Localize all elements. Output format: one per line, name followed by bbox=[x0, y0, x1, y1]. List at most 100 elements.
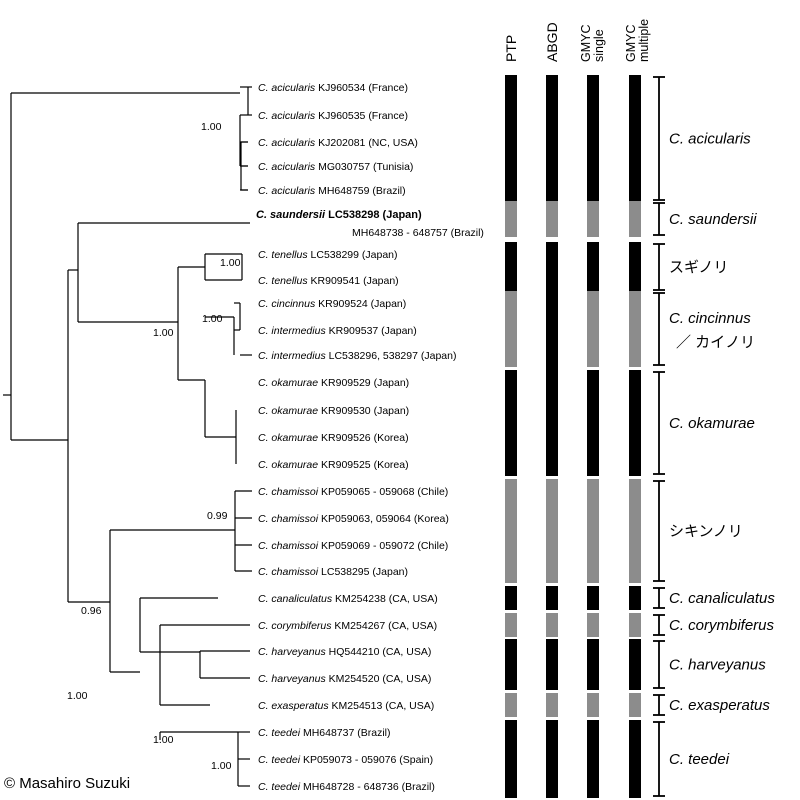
tip-label: C. saundersii LC538298 (Japan) bbox=[256, 209, 422, 221]
species-name: C. chamissoi bbox=[258, 566, 319, 578]
accession-info: KM254267 (CA, USA) bbox=[332, 620, 438, 632]
ptp-bar bbox=[505, 479, 517, 583]
tip-label: C. intermedius KR909537 (Japan) bbox=[258, 325, 417, 337]
gmyc_multiple-bar bbox=[629, 75, 641, 202]
gmyc_multiple-bar bbox=[629, 291, 641, 367]
abgd-bar bbox=[546, 75, 558, 202]
species-name: C. acicularis bbox=[258, 82, 316, 94]
gmyc_multiple-bar bbox=[629, 370, 641, 476]
accession-info: KR909526 (Korea) bbox=[318, 432, 408, 444]
tip-label: C. canaliculatus KM254238 (CA, USA) bbox=[258, 593, 438, 605]
accession-info: KM254238 (CA, USA) bbox=[332, 593, 438, 605]
column-header-label: ABGD bbox=[544, 22, 560, 62]
accession-info: KR909537 (Japan) bbox=[326, 325, 417, 337]
tip-label: C. teedei MH648728 - 648736 (Brazil) bbox=[258, 781, 435, 793]
ptp-bar bbox=[505, 586, 517, 610]
accession-info: KJ960534 (France) bbox=[315, 82, 408, 94]
accession-info: KP059073 - 059076 (Spain) bbox=[300, 754, 433, 766]
gmyc_single-bar bbox=[587, 242, 599, 292]
column-header-line1: GMYC bbox=[579, 25, 593, 63]
gmyc_multiple-bar bbox=[629, 586, 641, 610]
tip-label: C. cincinnus KR909524 (Japan) bbox=[258, 298, 406, 310]
species-name: C. chamissoi bbox=[258, 540, 319, 552]
support-value: 0.96 bbox=[81, 605, 102, 617]
support-value: 1.00 bbox=[201, 121, 222, 133]
species-name: C. canaliculatus bbox=[258, 593, 333, 605]
clade-label: C. exasperatus bbox=[669, 697, 770, 714]
species-name: C. tenellus bbox=[258, 249, 308, 261]
support-value: 1.00 bbox=[153, 734, 174, 746]
ptp-bar bbox=[505, 370, 517, 476]
accession-info: KM254513 (CA, USA) bbox=[329, 700, 435, 712]
clade-label: C. saundersii bbox=[669, 211, 757, 228]
accession-info: KR909530 (Japan) bbox=[318, 405, 409, 417]
abgd-bar bbox=[546, 720, 558, 798]
ptp-bar bbox=[505, 242, 517, 292]
column-header-line1: GMYC bbox=[624, 25, 638, 63]
tip-label: C. okamurae KR909529 (Japan) bbox=[258, 377, 409, 389]
species-name: C. saundersii bbox=[256, 209, 326, 221]
abgd-bar bbox=[546, 201, 558, 237]
species-name: C. teedei bbox=[258, 727, 301, 739]
species-name: C. exasperatus bbox=[258, 700, 329, 712]
column-header-line2: multiple bbox=[637, 19, 651, 62]
tip-label: C. chamissoi KP059065 - 059068 (Chile) bbox=[258, 486, 448, 498]
clade-label: C. corymbiferus bbox=[669, 617, 775, 634]
species-name: C. okamurae bbox=[258, 459, 318, 471]
support-value: 1.00 bbox=[202, 313, 223, 325]
species-name: C. okamurae bbox=[258, 377, 318, 389]
clade-label: C. teedei bbox=[669, 751, 730, 768]
abgd-bar bbox=[546, 639, 558, 690]
clade-label: スギノリ bbox=[669, 259, 728, 276]
tip-label: C. teedei KP059073 - 059076 (Spain) bbox=[258, 754, 433, 766]
accession-info: KJ202081 (NC, USA) bbox=[315, 137, 418, 149]
ptp-bar bbox=[505, 720, 517, 798]
tip-label: C. okamurae KR909526 (Korea) bbox=[258, 432, 409, 444]
accession-info: KR909525 (Korea) bbox=[318, 459, 408, 471]
gmyc_single-bar bbox=[587, 75, 599, 202]
gmyc_multiple-bar bbox=[629, 639, 641, 690]
species-name: C. teedei bbox=[258, 754, 301, 766]
tip-label: C. tenellus KR909541 (Japan) bbox=[258, 275, 399, 287]
tip-label: C. intermedius LC538296, 538297 (Japan) bbox=[258, 350, 456, 362]
support-value: 0.99 bbox=[207, 510, 228, 522]
tip-label: C. teedei MH648737 (Brazil) bbox=[258, 727, 390, 739]
gmyc_single-bar bbox=[587, 370, 599, 476]
tip-label: C. exasperatus KM254513 (CA, USA) bbox=[258, 700, 434, 712]
clade-label: シキンノリ bbox=[669, 523, 743, 540]
support-values: 1.001.001.001.000.990.961.001.001.00 bbox=[67, 121, 241, 772]
accession-info: KR909529 (Japan) bbox=[318, 377, 409, 389]
tip-label: C. chamissoi KP059063, 059064 (Korea) bbox=[258, 513, 449, 525]
gmyc_multiple-bar bbox=[629, 613, 641, 637]
accession-info: LC538296, 538297 (Japan) bbox=[326, 350, 457, 362]
species-name: C. harveyanus bbox=[258, 646, 326, 658]
tip-label: C. okamurae KR909525 (Korea) bbox=[258, 459, 409, 471]
accession-info: KP059063, 059064 (Korea) bbox=[318, 513, 449, 525]
species-name: C. cincinnus bbox=[258, 298, 316, 310]
column-header: PTP bbox=[503, 35, 519, 62]
clade-label: C. harveyanus bbox=[669, 657, 766, 674]
species-name: C. chamissoi bbox=[258, 513, 319, 525]
tip-label-secondary: MH648738 - 648757 (Brazil) bbox=[352, 227, 484, 239]
tip-label: C. acicularis MH648759 (Brazil) bbox=[258, 185, 406, 197]
ptp-bar bbox=[505, 201, 517, 237]
gmyc_single-bar bbox=[587, 479, 599, 583]
tip-label: C. harveyanus HQ544210 (CA, USA) bbox=[258, 646, 431, 658]
accession-info: HQ544210 (CA, USA) bbox=[326, 646, 432, 658]
gmyc_single-bar bbox=[587, 639, 599, 690]
species-name: C. okamurae bbox=[258, 432, 318, 444]
gmyc_single-bar bbox=[587, 613, 599, 637]
species-name: C. acicularis bbox=[258, 110, 316, 122]
tip-label: C. corymbiferus KM254267 (CA, USA) bbox=[258, 620, 437, 632]
ptp-bar bbox=[505, 75, 517, 202]
accession-info: KJ960535 (France) bbox=[315, 110, 408, 122]
species-name: C. acicularis bbox=[258, 161, 316, 173]
clade-label: C. acicularis bbox=[669, 131, 751, 148]
accession-info: LC538299 (Japan) bbox=[308, 249, 398, 261]
abgd-bar bbox=[546, 613, 558, 637]
species-name: C. okamurae bbox=[258, 405, 318, 417]
gmyc_single-bar bbox=[587, 586, 599, 610]
clade-label: C. cincinnus bbox=[669, 310, 751, 327]
species-name: C. teedei bbox=[258, 781, 301, 793]
